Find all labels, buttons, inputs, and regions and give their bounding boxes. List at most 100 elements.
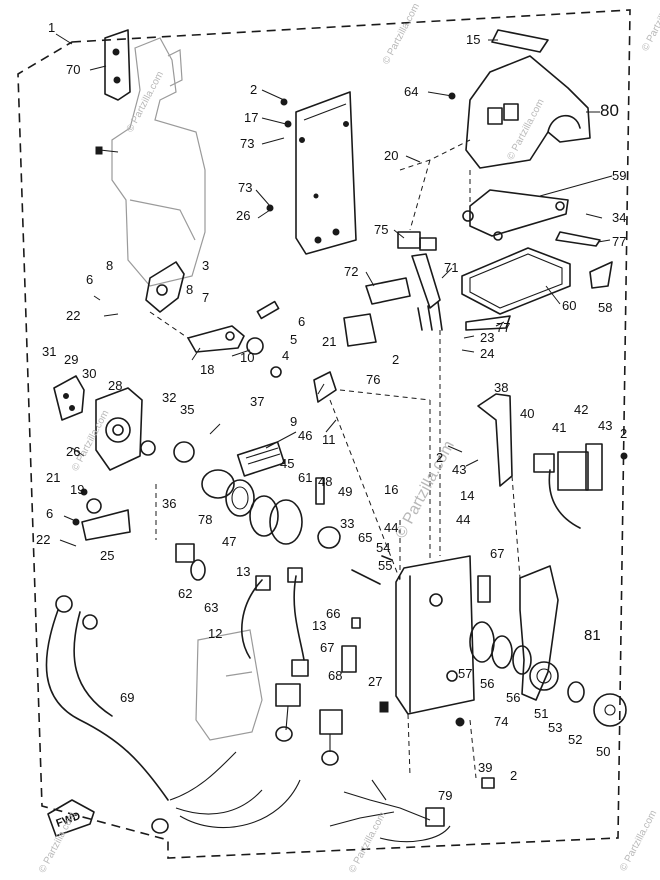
callout-16: 16 [384,482,398,497]
callout-2: 2 [510,768,517,783]
callout-48: 48 [318,474,332,489]
callout-77: 77 [612,234,626,249]
callout-58: 58 [598,300,612,315]
callout-labels: 1 70 2 17 73 73 26 15 64 80 20 59 34 75 … [36,20,627,803]
callout-60: 60 [562,298,576,313]
gasket-60 [461,247,613,315]
callout-43: 43 [452,462,466,477]
callout-6: 6 [298,314,305,329]
callout-50: 50 [596,744,610,759]
callout-33: 33 [340,516,354,531]
callout-13: 13 [312,618,326,633]
callout-29: 29 [64,352,78,367]
callout-68: 68 [328,668,342,683]
leader-lines [55,33,613,547]
callout-27: 27 [368,674,382,689]
callout-2: 2 [250,82,257,97]
plate-25 [81,498,131,541]
callout-32: 32 [162,390,176,405]
assembly-boundary [17,9,631,859]
callout-41: 41 [552,420,566,435]
callout-76: 76 [366,372,380,387]
callout-9: 9 [290,414,297,429]
callout-57: 57 [458,666,472,681]
callout-22: 22 [66,308,80,323]
callout-81: 81 [584,627,601,644]
callout-75: 75 [374,222,388,237]
cord-79 [329,779,451,843]
lever-assembly [145,261,337,403]
callout-6: 6 [46,506,53,521]
watermark-mid-upper: © Partzilla.com [505,97,546,162]
top-cover-80 [465,29,591,169]
switch-assembly [343,231,511,347]
callout-56: 56 [506,690,520,705]
gear-62 [175,543,206,581]
callout-2: 2 [620,426,627,441]
callout-3: 3 [202,258,209,273]
callout-30: 30 [82,366,96,381]
watermarks: © Partzilla.com © Partzilla.com © Partzi… [37,0,660,875]
callout-22: 22 [36,532,50,547]
callout-67: 67 [490,546,504,561]
callout-18: 18 [200,362,214,377]
callout-56: 56 [480,676,494,691]
callout-44: 44 [456,512,470,527]
callout-54: 54 [376,540,390,555]
callout-10: 10 [240,350,254,365]
ghost-lower-housing [195,629,263,741]
callout-8: 8 [106,258,113,273]
callout-35: 35 [180,402,194,417]
watermark-upper-right: © Partzilla.com [640,0,660,53]
callout-52: 52 [568,732,582,747]
callout-44: 44 [384,520,398,535]
ghost-housing [111,37,206,287]
callout-6: 6 [86,272,93,287]
callout-59: 59 [612,168,626,183]
watermark-center: © Partzilla.com [392,438,458,541]
callout-62: 62 [178,586,192,601]
callout-38: 38 [494,380,508,395]
wire-12 [241,567,309,677]
callout-1: 1 [48,20,55,35]
side-plate [295,91,357,255]
callout-21: 21 [46,470,60,485]
callout-61: 61 [298,470,312,485]
callout-26: 26 [66,444,80,459]
callout-7: 7 [202,290,209,305]
watermark-lower-right: © Partzilla.com [618,809,659,874]
callout-71: 71 [444,260,458,275]
callout-73: 73 [240,136,254,151]
callout-26: 26 [236,208,250,223]
callout-15: 15 [466,32,480,47]
callout-51: 51 [534,706,548,721]
callout-8: 8 [186,282,193,297]
harness-69 [45,595,301,834]
assembly-lines [149,139,521,779]
friction-assembly [173,441,303,545]
callout-14: 14 [460,488,474,503]
bracket-70 [95,29,131,155]
callout-70: 70 [66,62,80,77]
connector-68 [275,683,343,766]
callout-49: 49 [338,484,352,499]
callout-2: 2 [392,352,399,367]
small-hardware [72,92,628,789]
callout-37: 37 [250,394,264,409]
callout-12: 12 [208,626,222,641]
callout-20: 20 [384,148,398,163]
callout-63: 63 [204,600,218,615]
callout-55: 55 [378,558,392,573]
callout-79: 79 [438,788,452,803]
callout-47: 47 [222,534,236,549]
neutral-parts [315,477,393,585]
callout-13: 13 [236,564,250,579]
callout-43: 43 [598,418,612,433]
bearings [469,621,532,675]
callout-42: 42 [574,402,588,417]
callout-23: 23 [480,330,494,345]
callout-64: 64 [404,84,418,99]
callout-67: 67 [320,640,334,655]
callout-39: 39 [478,760,492,775]
